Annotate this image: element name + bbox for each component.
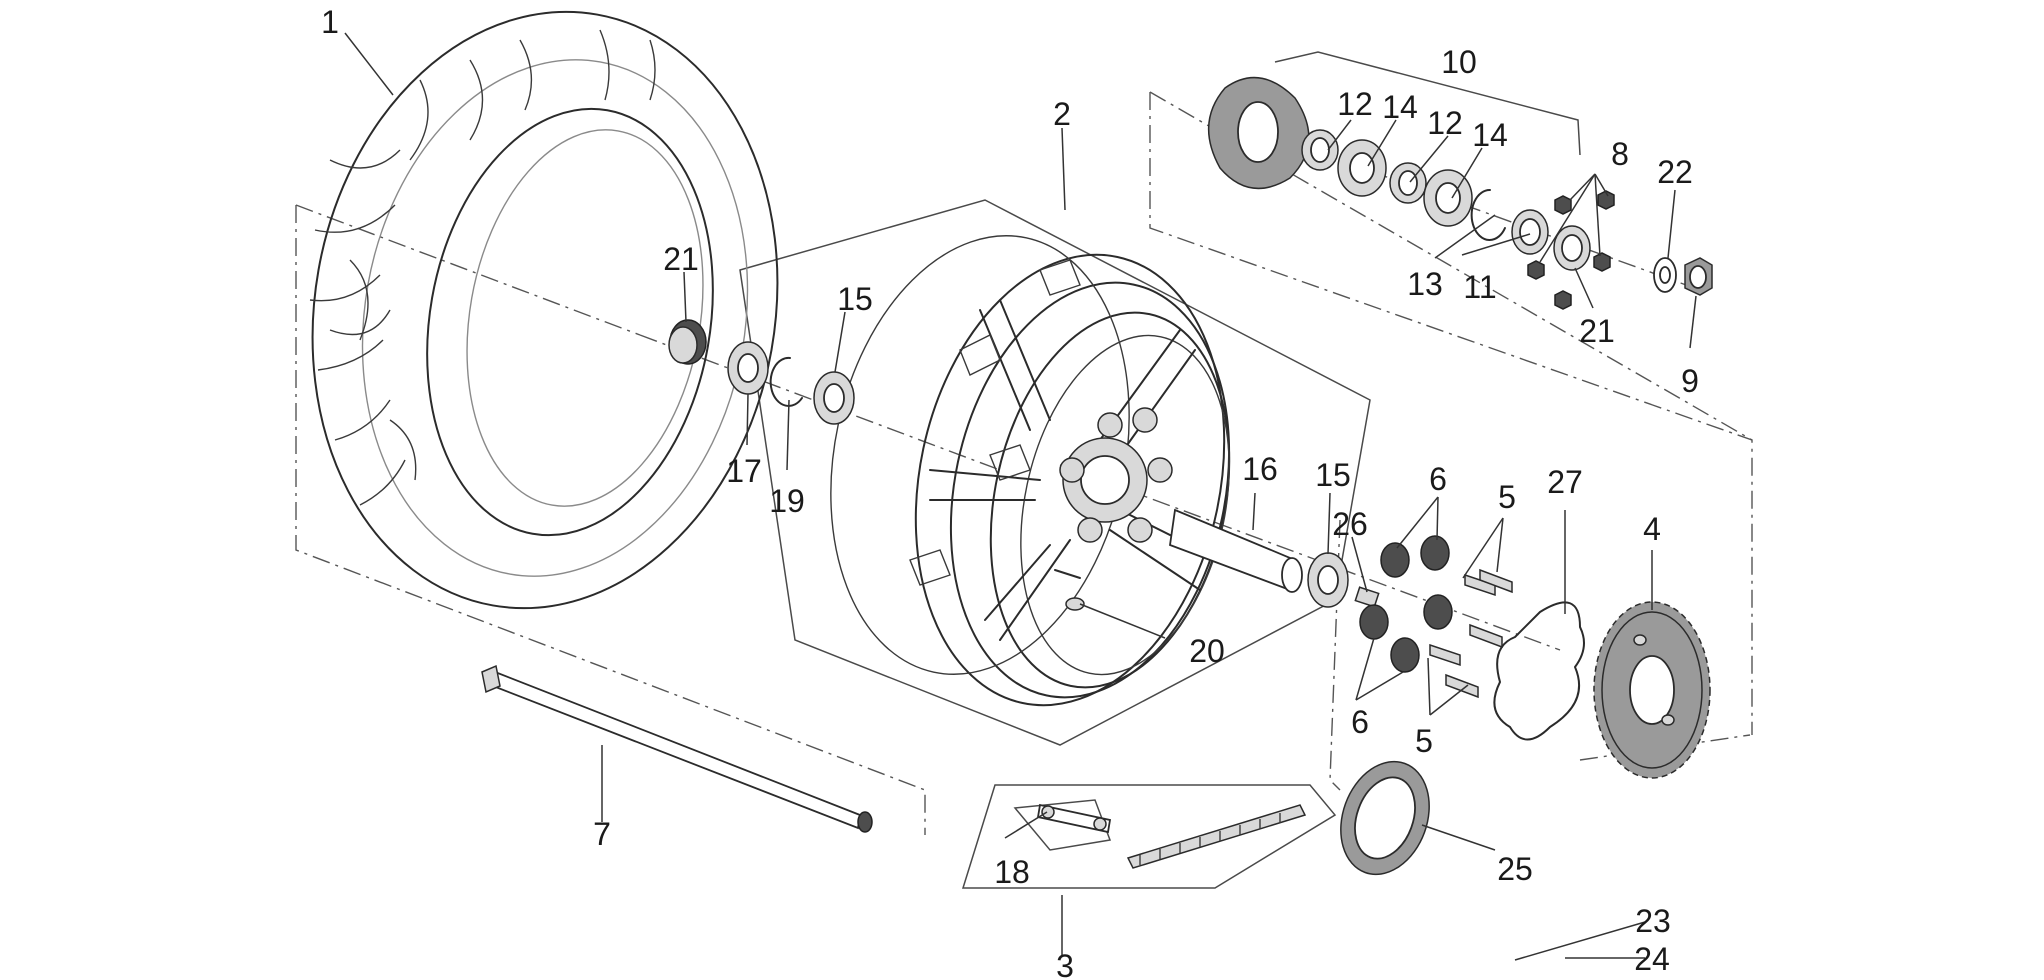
axle-washer-and-nut bbox=[1653, 257, 1713, 296]
callout-17: 17 bbox=[726, 453, 762, 489]
callout-26: 26 bbox=[1332, 506, 1368, 542]
callout-1: 1 bbox=[321, 4, 339, 40]
leader-lines bbox=[344, 32, 1697, 961]
rear-sprocket bbox=[1593, 601, 1711, 779]
callout-10: 10 bbox=[1441, 44, 1477, 80]
tyre bbox=[309, 10, 779, 610]
callout-24: 24 bbox=[1634, 941, 1670, 977]
spacer-tube bbox=[1169, 508, 1303, 593]
callout-19: 19 bbox=[769, 483, 805, 519]
callout-7: 7 bbox=[593, 816, 611, 852]
rim bbox=[830, 235, 1231, 707]
callout-15-right: 15 bbox=[1315, 457, 1351, 493]
abs-tone-ring bbox=[1340, 760, 1430, 876]
group-bracket-lines bbox=[739, 51, 1581, 889]
sprocket-nuts bbox=[1527, 190, 1615, 310]
callout-6-upper: 6 bbox=[1429, 461, 1447, 497]
chain-master-link bbox=[1036, 803, 1112, 834]
cush-drive-rubbers bbox=[1359, 535, 1453, 673]
sprocket-carrier-group bbox=[1208, 76, 1591, 271]
axis-guide-lines bbox=[295, 91, 1753, 835]
callout-5-upper: 5 bbox=[1498, 479, 1516, 515]
callout-22: 22 bbox=[1657, 154, 1693, 190]
callout-21-left: 21 bbox=[663, 241, 699, 277]
callout-20: 20 bbox=[1189, 633, 1225, 669]
callout-13: 13 bbox=[1407, 266, 1443, 302]
callout-12-right: 12 bbox=[1427, 105, 1463, 141]
callout-16: 16 bbox=[1242, 451, 1278, 487]
callout-25: 25 bbox=[1497, 851, 1533, 887]
callout-15-left: 15 bbox=[837, 281, 873, 317]
drive-chain bbox=[1126, 804, 1307, 869]
callout-21-right: 21 bbox=[1579, 313, 1615, 349]
callout-14-left: 14 bbox=[1382, 89, 1418, 125]
callout-5-lower: 5 bbox=[1415, 723, 1433, 759]
callout-12-left: 12 bbox=[1337, 86, 1373, 122]
carrier-plate bbox=[1493, 601, 1585, 741]
small-spacer bbox=[1354, 586, 1380, 608]
right-wheel-bearing bbox=[1307, 552, 1349, 608]
wheel-axle bbox=[481, 664, 873, 833]
callout-labels: 1 2 3 4 5 5 6 6 7 8 9 10 11 12 12 13 14 … bbox=[321, 4, 1699, 980]
callout-14-right: 14 bbox=[1472, 117, 1508, 153]
callout-6-lower: 6 bbox=[1351, 704, 1369, 740]
callout-27: 27 bbox=[1547, 464, 1583, 500]
callout-11: 11 bbox=[1463, 269, 1496, 305]
callout-4: 4 bbox=[1643, 511, 1661, 547]
callout-8: 8 bbox=[1611, 136, 1629, 172]
callout-2: 2 bbox=[1053, 96, 1071, 132]
left-bearing-stack bbox=[668, 319, 855, 425]
callout-18: 18 bbox=[994, 854, 1030, 890]
callout-23: 23 bbox=[1635, 903, 1671, 939]
callout-9: 9 bbox=[1681, 363, 1699, 399]
callout-3: 3 bbox=[1056, 948, 1074, 980]
sprocket-studs bbox=[1429, 568, 1513, 699]
